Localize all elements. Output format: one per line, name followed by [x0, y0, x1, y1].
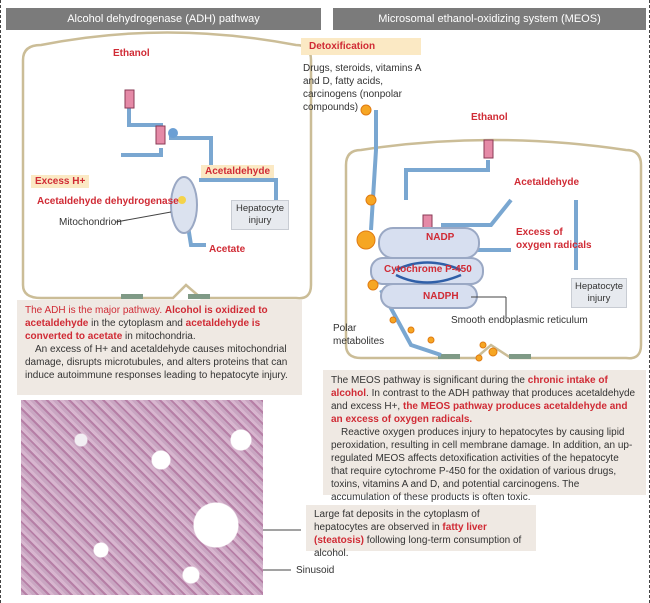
adh-description: The ADH is the major pathway. Alcohol is… [17, 300, 302, 395]
detox-label: Detoxification [301, 38, 421, 55]
adh-ethanol-label: Ethanol [113, 48, 150, 59]
meos-injury-box: Hepatocyte injury [571, 278, 627, 308]
sinusoid-label: Sinusoid [296, 565, 335, 576]
detox-text: Drugs, steroids, vitamins A and D, fatty… [303, 63, 421, 113]
excess-h-label: Excess H+ [31, 175, 90, 188]
adh-header: Alcohol dehydrogenase (ADH) pathway [6, 8, 321, 30]
steatosis-micrograph [21, 400, 263, 595]
meos-ethanol-label: Ethanol [471, 112, 508, 123]
adh-acetaldehyde-label: Acetaldehyde [201, 165, 275, 178]
nadp-label: NADP [426, 232, 455, 243]
mitochondrion-label: Mitochondrion [59, 217, 122, 228]
adh-arrows [121, 105, 278, 247]
micrograph-caption: Large fat deposits in the cytoplasm of h… [306, 505, 536, 559]
cyp450-label: Cytochrome P-450 [384, 264, 472, 275]
meos-header: Microsomal ethanol-oxidizing system (MEO… [333, 8, 646, 30]
adh-injury-box: Hepatocyte injury [231, 200, 289, 230]
meos-description: The MEOS pathway is significant during t… [323, 370, 646, 503]
radicals-label: Excess of oxygen radicals [516, 227, 592, 251]
aldh-label: Acetaldehyde dehydrogenase [37, 196, 179, 207]
meos-arrows [369, 110, 578, 357]
meos-acetaldehyde-label: Acetaldehyde [514, 177, 580, 188]
nadph-label: NADPH [423, 291, 459, 302]
ser-label: Smooth endoplasmic reticulum [451, 315, 588, 326]
polar-metabolites-label: Polar metabolites [333, 323, 385, 347]
acetate-label: Acetate [209, 244, 246, 255]
